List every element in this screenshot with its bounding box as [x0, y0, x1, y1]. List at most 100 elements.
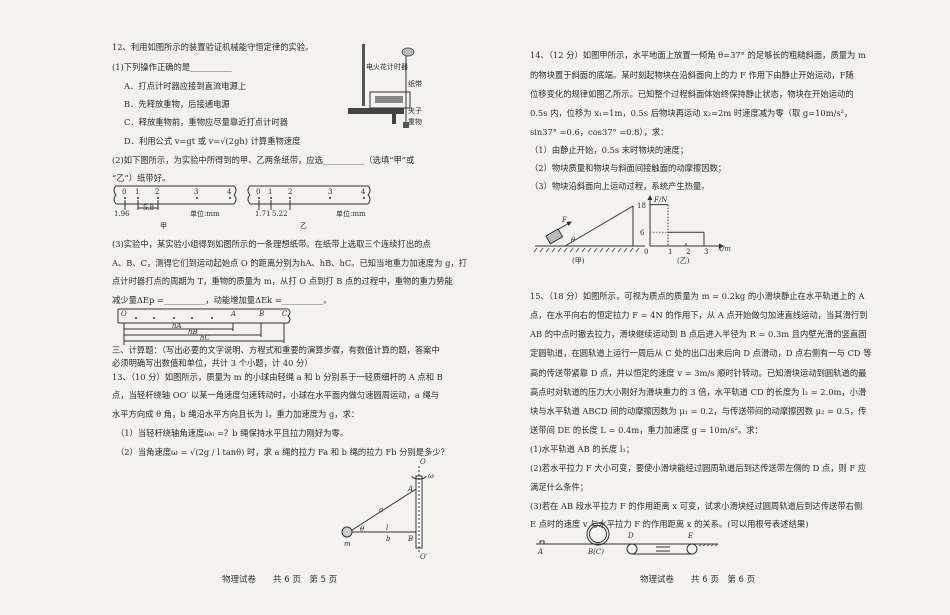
fig13-label-l: l	[386, 524, 389, 532]
q12-part2-line1: (2)如下图所示，为实验中所得到的甲、乙两条纸带，应选__________（选填…	[112, 155, 415, 165]
tape3-label-C: C	[282, 310, 288, 318]
fig13-label-omega: ω	[428, 472, 434, 480]
q12-option-a: A．打点计时器应接到直流电源上	[124, 81, 247, 91]
q15-part2-line2: 满足什么条件；	[530, 482, 589, 492]
tape3-label-hC: hC	[200, 334, 210, 342]
tape-yi-d2: 5.22	[272, 210, 288, 218]
tape-3-figure	[117, 308, 291, 345]
tape-yi-caption: 乙	[300, 222, 307, 230]
tape3-label-hA: hA	[172, 322, 182, 330]
tape-yi-tick-2: 2	[288, 188, 293, 196]
q12-title: 12、利用如图所示的装置验证机械能守恒定律的实验。	[112, 42, 314, 52]
q12-part3-line1: (3)实验中，某实验小组得到如图所示的一条理想纸带。在纸带上选取三个连续打出的点	[112, 239, 431, 249]
q15-line7: 块与水平轨道 ABCD 间的动摩擦因数为 μ₁ = 0.2，与传送带间的动摩擦因…	[530, 406, 867, 416]
tape3-label-O: O	[121, 310, 127, 318]
fig14-yi-caption: (乙)	[677, 257, 690, 265]
tape-jia-tick-2: 2	[155, 188, 160, 196]
q14-line8: （3）物块沿斜面向上运动过程，系统产生热量。	[530, 181, 710, 191]
fx-xlabel: x/m	[718, 245, 731, 253]
fig13-label-b: b	[386, 535, 391, 543]
q14-line4: 0.5s 内，位移为 x₁=1m，0.5s 后物块再运动 x₂=2m 时速度减为…	[530, 108, 853, 118]
page-5-footer: 物理试卷 共 6 页 第 5 页	[222, 575, 338, 585]
q15-line1: 15、（18 分）如图所示，可视为质点的质量为 m = 0.2kg 的小滑块静止…	[530, 291, 865, 301]
fx-origin: 0	[644, 248, 649, 256]
q15-line4: 定圆轨道，在圆轨道上运行一周后从 C 处的出口出来后向 D 点滑动，D 点右侧有…	[530, 348, 872, 358]
tape-yi-unit: 单位:mm	[336, 210, 366, 218]
tape-jia-d2: 5.8	[143, 204, 155, 212]
q12-part1: (1)下列操作正确的是__________	[112, 62, 232, 72]
label-timer: 电火花计时器	[366, 63, 408, 71]
q15-part2-line1: (2)若水平拉力 F 大小可变，要使小滑块能经过圆周轨道后到达传送带左侧的 D …	[530, 463, 867, 473]
section-3-line2: 必须明确写出数值和单位，共计 3 个小题，计 40 分）	[112, 358, 313, 368]
fig13-label-B: B	[408, 535, 414, 543]
fig13-label-a: a	[379, 506, 384, 514]
section-3-line1: 三、计算题：（写出必要的文字说明、方程式和重要的演算步骤，有数值计算的题，答案中	[112, 345, 440, 355]
fig14-jia-caption: (甲)	[572, 257, 585, 265]
label-tape: 纸带	[408, 80, 422, 88]
q12-part3-line2: A、B、C，测得它们到运动起始点 O 的距离分别为hA、hB、hC。已知当地重力…	[112, 258, 468, 268]
fig15-label-A: A	[538, 548, 544, 556]
tape-yi-tick-1: 1	[268, 188, 273, 196]
tape3-label-A: A	[231, 310, 237, 318]
q12-option-c: C．释放重物前，重物应尽量靠近打点计时器	[124, 117, 288, 127]
q12-part2-line2: “乙”）纸带好。	[112, 173, 171, 183]
q15-part1: (1)水平轨道 AB 的长度 l₁；	[530, 444, 635, 454]
tape-yi-figure	[247, 185, 371, 210]
tape-jia-figure	[113, 185, 237, 210]
q14-line1: 14、（12 分）如图甲所示，水平地面上放置一倾角 θ=37° 的足够长的粗糙斜…	[530, 50, 866, 60]
fig15-label-D: D	[628, 532, 634, 540]
tape3-label-hB: hB	[188, 328, 198, 336]
label-weight: 重物	[408, 118, 422, 126]
q13-line4: （1）当轻杆绕轴角速度ω₀ =？b 绳保持水平且拉力刚好为零。	[116, 428, 349, 438]
q14-line3: 位移变化的规律如图乙所示。已知整个过程斜面体始终保持静止状态，物块在开始运动的	[530, 89, 854, 99]
label-clip: 夹子	[408, 107, 422, 115]
tape-jia-tick-0: 0	[122, 188, 127, 196]
tape-yi-tick-4: 4	[361, 188, 366, 196]
tape-yi-tick-0: 0	[256, 188, 261, 196]
fig14-label-theta: θ	[571, 236, 576, 244]
q14-line2: 的物块置于斜面的底端。某时刻起物块在沿斜面向上的力 F 作用下由静止开始运动，F…	[530, 70, 854, 80]
force-displacement-graph	[647, 195, 724, 249]
q15-line3: AB 的中点时撤去拉力，滑块继续运动到 B 点后进入半径为 R = 0.3m 且…	[530, 329, 867, 339]
tape-jia-caption: 甲	[160, 222, 167, 230]
fx-ytick-18: 18	[637, 202, 646, 210]
tape-jia-d1: 1.96	[114, 210, 130, 218]
fx-ylabel: F/N	[654, 196, 668, 204]
q15-line8: 送带间 DE 的长度 L = 0.4m，重力加速度 g = 10m/s²。求：	[530, 425, 763, 435]
q15-part3-line1: (3)若在 AB 段水平拉力 F 的作用距离 x 可变，试求小滑块经过圆周轨道后…	[530, 501, 863, 511]
q12-option-d: D．利用公式 v=gt 或 v=√(2gh) 计算重物速度	[124, 136, 301, 146]
q14-line7: （2）物块质量和物块与斜面间接触面的动摩擦因数；	[530, 163, 727, 173]
loop-track-figure	[536, 522, 719, 555]
fig13-label-O: O	[420, 458, 426, 466]
fig13-label-m: m	[344, 540, 351, 548]
tape-yi-tick-3: 3	[328, 188, 333, 196]
tape-jia-unit: 单位:mm	[190, 210, 220, 218]
fx-xtick-1: 1	[668, 248, 673, 256]
q15-line6: 高点时对轨道的压力大小刚好为滑块重力的 3 倍，水平轨道 CD 的长度为 l₂ …	[530, 387, 867, 397]
fig13-label-A: A	[408, 485, 414, 493]
q12-part3-line4: 减少量ΔEp =__________，动能增加量ΔEk =__________。	[112, 295, 332, 305]
q13-line2: 点，当轻杆绕轴 OO′ 以某一角速度匀速转动时，小球在水平面内做匀速圆周运动，a…	[112, 390, 440, 400]
q13-line1: 13、（10 分）如图所示，质量为 m 的小球由轻绳 a 和 b 分别系于一轻质…	[112, 372, 443, 382]
tape-jia-tick-3: 3	[194, 188, 199, 196]
page-6-footer: 物理试卷 共 6 页 第 6 页	[640, 575, 756, 585]
fig15-label-BC: B(C)	[588, 548, 604, 556]
incline-figure	[533, 205, 645, 253]
q14-line6: （1）由静止开始，0.5s 末时物块的速度；	[530, 145, 689, 155]
fig15-label-E: E	[688, 532, 694, 540]
fig14-label-F: F	[562, 216, 567, 224]
fig13-label-O-prime: O′	[420, 553, 428, 561]
q15-line5: 高的传送带紧靠 D 点，并以恒定的速度 v = 3m/s 顺时针转动。已知滑块运…	[530, 368, 867, 378]
apparatus-figure	[348, 44, 415, 128]
tape-jia-tick-1: 1	[135, 188, 140, 196]
q12-option-b: B．先释放重物，后接通电源	[124, 99, 230, 109]
fx-xtick-2: 2	[686, 248, 691, 256]
rotating-rod-figure	[341, 466, 427, 554]
fx-xtick-3: 3	[704, 248, 709, 256]
q15-line2: 点，在水平向右的恒定拉力 F = 4N 的作用下，从 A 点开始做匀加速直线运动…	[530, 310, 868, 320]
fx-ytick-6: 6	[640, 229, 645, 237]
fig13-label-theta: θ	[360, 525, 365, 533]
q13-line3: 水平方向成 θ 角，b 绳沿水平方向且长为 l，重力加速度为 g，求：	[112, 409, 360, 419]
q12-part3-line3: 点计时器打点的周期为 T，重物的质量为 m，从打 O 点到打 B 点的过程中，重…	[112, 276, 453, 286]
tape3-label-B: B	[259, 310, 265, 318]
